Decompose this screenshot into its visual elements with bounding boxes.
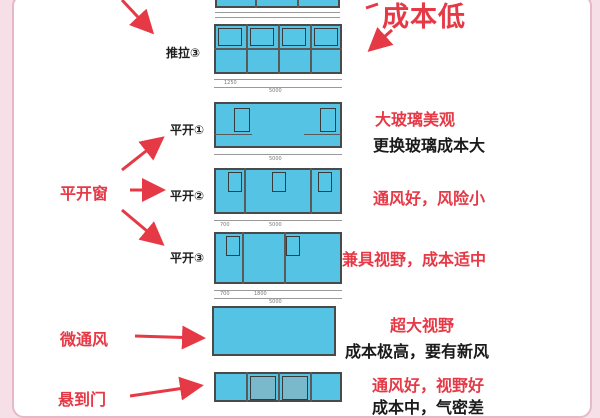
window-casement3-diagram: 700 1800 5000	[214, 232, 342, 305]
arrow-casement1-icon	[121, 136, 165, 172]
window-bottom-diagram	[214, 372, 342, 402]
type-label-casement3: 平开③	[170, 251, 205, 265]
dim-label-total: 5000	[269, 88, 282, 94]
arrow-layer	[120, 0, 394, 400]
note-bottom-line2: 成本中，气密差	[372, 398, 485, 417]
dim-label-total: 5000	[269, 156, 282, 162]
arrow-bottom-icon	[129, 376, 204, 400]
note-casement3: 兼具视野，成本适中	[342, 250, 487, 269]
note-micro-line2: 成本极高，要有新风	[345, 342, 490, 361]
dim-label-total: 5000	[269, 222, 282, 228]
window-top-diagram	[215, 0, 340, 18]
note-casement1-line2: 更换玻璃成本大	[373, 136, 486, 155]
category-casement: 平开窗	[60, 184, 109, 203]
arrow-top-right-icon	[365, 2, 379, 10]
type-label-casement1: 平开①	[170, 123, 205, 137]
note-casement2: 通风好，风险小	[373, 189, 486, 208]
category-micro-vent: 微通风	[60, 330, 109, 349]
infographic: 成本低 推拉③ 平开① 平开② 平开③ 平开窗 微通风 悬到门 大玻璃美观 更换…	[12, 0, 592, 418]
dim-label: 700	[220, 291, 230, 297]
arrow-casement3-icon	[121, 208, 165, 246]
arrow-microvent-icon	[134, 325, 206, 350]
headline: 成本低	[382, 2, 466, 33]
window-micro-vent-diagram	[212, 306, 336, 362]
window-casement1-diagram: 5000	[214, 102, 342, 164]
type-label-casement2: 平开②	[170, 189, 205, 203]
dim-label-total: 5000	[269, 299, 282, 305]
type-label-sliding: 推拉③	[166, 46, 201, 60]
window-sliding-diagram: 1250 5000	[214, 24, 342, 94]
category-bottom: 悬到门	[58, 390, 107, 409]
arrow-top-left-icon	[120, 0, 155, 35]
note-casement1-line1: 大玻璃美观	[375, 110, 456, 129]
note-micro-line1: 超大视野	[390, 316, 455, 335]
note-bottom-line1: 通风好，视野好	[372, 376, 485, 395]
dim-label: 700	[220, 222, 230, 228]
window-casement2-diagram: 700 5000	[214, 168, 342, 230]
arrow-headline-icon	[367, 27, 394, 53]
dim-label: 1800	[254, 291, 267, 297]
dim-label: 1250	[224, 80, 237, 86]
